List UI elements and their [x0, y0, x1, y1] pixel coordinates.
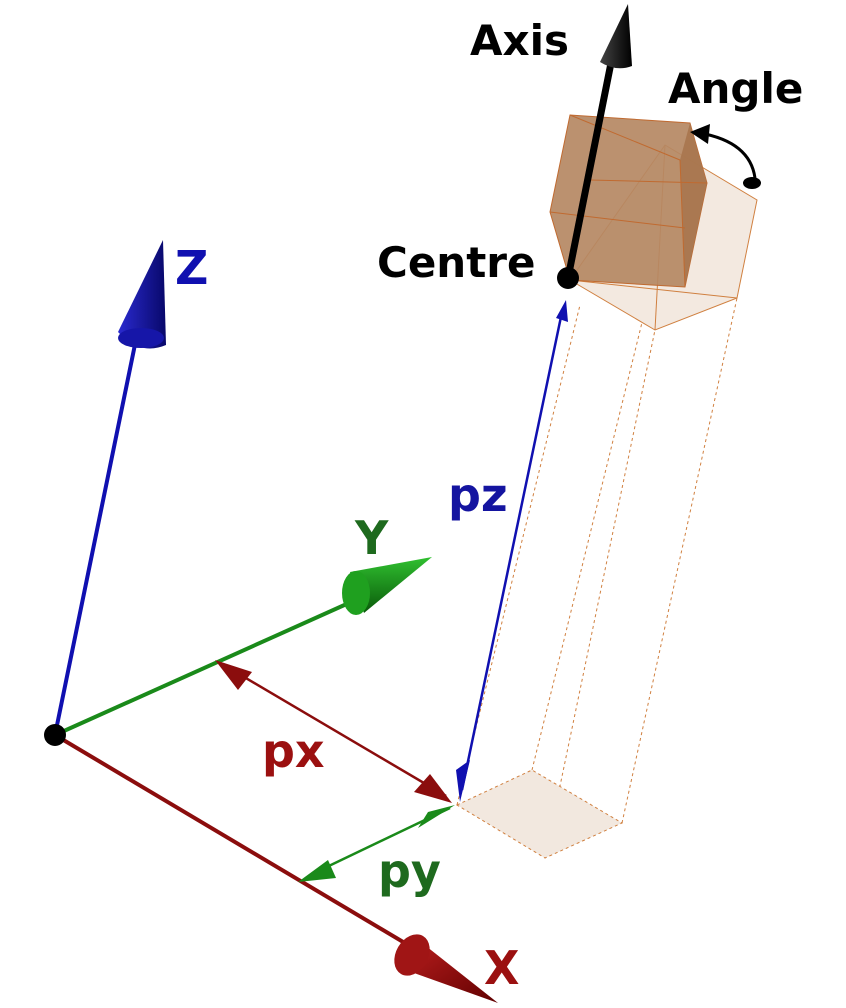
pz-label: pz: [448, 468, 508, 522]
py-label: py: [378, 844, 441, 898]
centre-label: Centre: [377, 238, 536, 287]
ghost-box-column: [456, 289, 738, 859]
ghost-base-face: [455, 769, 624, 859]
angle-label: Angle: [668, 64, 804, 113]
y-axis: [54, 557, 432, 737]
x-axis-label: X: [484, 941, 520, 995]
axis-label: Axis: [470, 16, 569, 65]
rotation-axis: [564, 4, 632, 279]
rotation-arrow-icon: [690, 124, 761, 189]
centre-point-icon: [557, 267, 579, 289]
z-axis: [53, 240, 166, 736]
px-label: px: [262, 724, 325, 778]
x-axis: [53, 733, 498, 1003]
z-axis-label: Z: [175, 241, 209, 295]
px-vector: [215, 660, 452, 803]
origin-point-icon: [44, 724, 66, 746]
y-axis-label: Y: [355, 511, 389, 565]
py-vector: [298, 805, 455, 882]
pz-vector: [456, 300, 568, 802]
